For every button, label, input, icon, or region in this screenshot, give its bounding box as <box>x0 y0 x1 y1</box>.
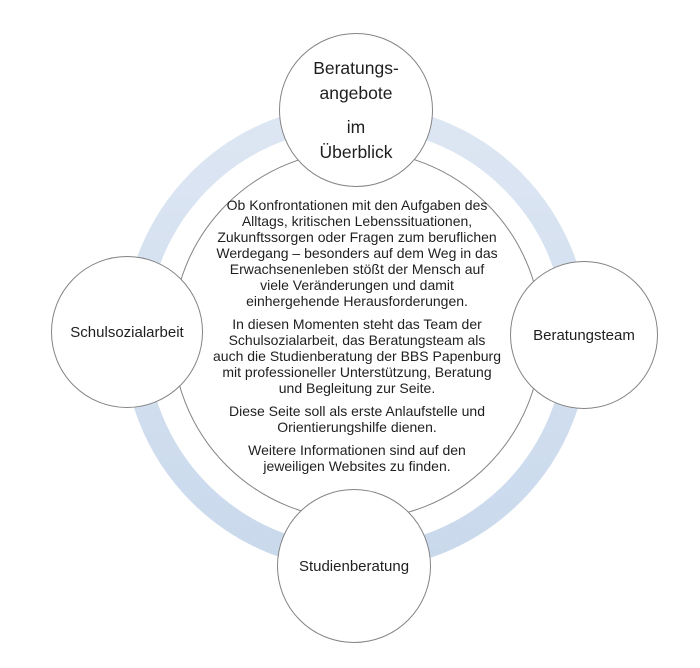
schulsozialarbeit-label: Schulsozialarbeit <box>70 323 184 341</box>
node-overview-title: Beratungs- angebote im Überblick <box>279 33 433 187</box>
node-studienberatung: Studienberatung <box>277 489 431 643</box>
node-schulsozialarbeit: Schulsozialarbeit <box>51 256 203 408</box>
node-beratungsteam: Beratungsteam <box>510 261 658 409</box>
center-description-text: Ob Konfrontationen mit den Aufgaben des … <box>197 197 517 474</box>
overview-title-text: Beratungs- angebote <box>313 57 399 103</box>
paragraph-challenges: Ob Konfrontationen mit den Aufgaben des … <box>216 196 498 309</box>
paragraph-page-purpose: Diese Seite soll als erste Anlaufstelle … <box>228 402 486 435</box>
center-description-circle: Ob Konfrontationen mit den Aufgaben des … <box>172 150 542 520</box>
paragraph-support-teams: In diesen Momenten steht das Team der Sc… <box>213 315 501 396</box>
beratungsteam-label: Beratungsteam <box>533 326 635 344</box>
overview-subtitle-text: im Überblick <box>319 116 393 162</box>
paragraph-more-info: Weitere Informationen sind auf den jewei… <box>248 441 466 474</box>
studienberatung-label: Studienberatung <box>298 557 410 575</box>
